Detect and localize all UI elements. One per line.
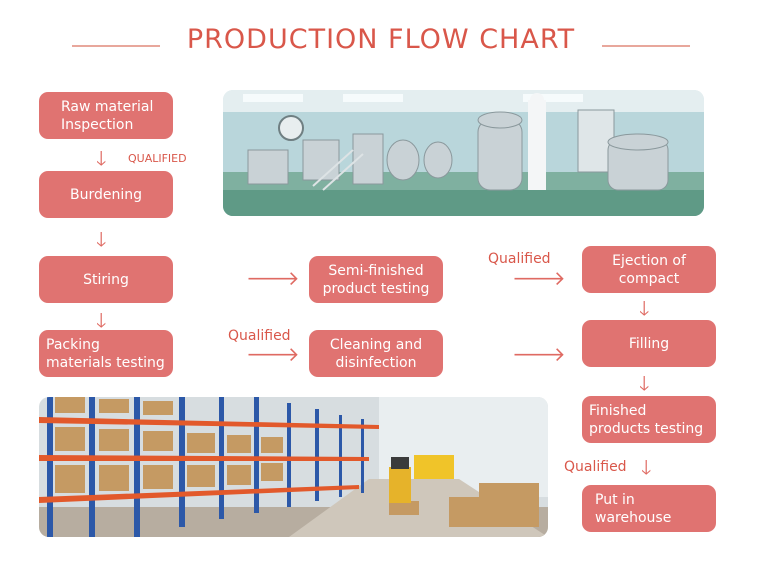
- factory-photo: [223, 90, 704, 216]
- step-put-in-warehouse: Put in warehouse: [582, 485, 716, 532]
- step-burdening: Burdening: [39, 171, 173, 218]
- step-ejection-of-compact: Ejection of compact: [582, 246, 716, 293]
- step-filling: Filling: [582, 320, 716, 367]
- qualified-label: Qualified: [564, 459, 627, 475]
- factory-production-floor-photo: [223, 90, 704, 216]
- qualified-label: Qualified: [228, 328, 291, 344]
- title-left-rule: [72, 45, 160, 47]
- step-semi-finished-product-testing: Semi-finished product testing: [309, 256, 443, 303]
- arrow-right-icon: 🡒: [246, 342, 300, 366]
- arrow-down-icon: 🡓: [639, 371, 650, 395]
- warehouse-racks-photo: [39, 397, 548, 537]
- step-stiring: Stiring: [39, 256, 173, 303]
- title-right-rule: [602, 45, 690, 47]
- header: PRODUCTION FLOW CHART: [0, 24, 761, 64]
- step-packing-materials-testing: Packing materials testing: [39, 330, 173, 377]
- qualified-label: Qualified: [488, 251, 551, 267]
- arrow-right-icon: 🡒: [246, 266, 300, 290]
- page-title: PRODUCTION FLOW CHART: [186, 24, 576, 55]
- arrow-down-icon: 🡓: [639, 296, 650, 320]
- arrow-right-icon: 🡒: [512, 266, 566, 290]
- warehouse-photo: [39, 397, 548, 537]
- arrow-down-icon: 🡓: [641, 455, 652, 479]
- arrow-right-icon: 🡒: [512, 342, 566, 366]
- step-raw-material-inspection: Raw material Inspection: [39, 92, 173, 139]
- step-cleaning-and-disinfection: Cleaning and disinfection: [309, 330, 443, 377]
- arrow-down-icon: 🡓: [96, 146, 107, 170]
- qualified-label: QUALIFIED: [128, 152, 187, 165]
- arrow-down-icon: 🡓: [96, 227, 107, 251]
- step-finished-products-testing: Finished products testing: [582, 396, 716, 443]
- arrow-down-icon: 🡓: [96, 308, 107, 332]
